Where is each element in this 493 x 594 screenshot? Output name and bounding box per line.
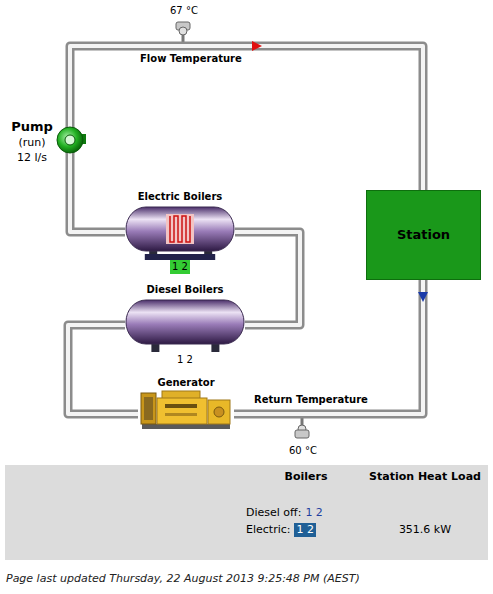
temperature-sensor bbox=[295, 430, 309, 438]
pump-unit: Pump(run)12 l/s bbox=[4, 118, 84, 168]
pipe-stub bbox=[66, 118, 75, 168]
pump-hub bbox=[65, 135, 75, 145]
node-text: 1 2 bbox=[170, 260, 190, 274]
status-text: 1 2 bbox=[305, 506, 323, 520]
pipe-connector bbox=[70, 168, 125, 232]
generator-block bbox=[157, 398, 207, 424]
status-panel bbox=[5, 465, 488, 560]
pipe-label: Flow Temperature bbox=[140, 53, 242, 65]
temperature-sensor bbox=[179, 27, 187, 35]
status-text: 351.6 kW bbox=[399, 523, 451, 537]
electric-boiler: Electric Boilers 1 2 bbox=[125, 190, 235, 276]
node-text: 12 l/s bbox=[17, 150, 47, 165]
heating-coil bbox=[170, 216, 190, 242]
pipe-outer bbox=[70, 46, 423, 190]
pipe-outer bbox=[70, 168, 125, 232]
diesel-boiler: Diesel Boilers 1 2 bbox=[125, 283, 245, 369]
generator-alternator bbox=[208, 400, 230, 424]
tank-body bbox=[126, 207, 234, 251]
pipe-connector bbox=[70, 41, 423, 190]
pipe-inner bbox=[68, 325, 138, 414]
node-heading: Generator bbox=[157, 376, 214, 389]
node-heading: Diesel Boilers bbox=[146, 283, 223, 297]
pipe-connector bbox=[235, 232, 300, 325]
node-heading: Pump bbox=[11, 119, 53, 135]
pipe-connector bbox=[68, 325, 138, 414]
pipe-inner bbox=[70, 46, 423, 190]
station-box: Station bbox=[366, 190, 481, 280]
node-text: 1 2 bbox=[177, 353, 193, 367]
update-caption: Page last updated Thursday, 22 August 20… bbox=[6, 572, 360, 585]
generator: Generator bbox=[138, 376, 234, 432]
generator-detail bbox=[165, 404, 197, 408]
status-text: Station Heat Load bbox=[369, 470, 481, 484]
node-heading: Electric Boilers bbox=[138, 190, 223, 204]
pipe-inner bbox=[235, 232, 300, 325]
pipe-connector bbox=[234, 280, 428, 414]
tank-body bbox=[126, 300, 244, 344]
boiler-tank bbox=[125, 204, 235, 260]
flow-arrowhead bbox=[418, 292, 428, 302]
generator-grille bbox=[144, 397, 153, 420]
heating-panel bbox=[166, 214, 194, 244]
flow-arrowhead bbox=[252, 41, 262, 51]
generator-detail bbox=[214, 407, 224, 417]
pipe-outer bbox=[235, 232, 300, 325]
pipe-inner bbox=[234, 280, 423, 414]
pipe-label: Return Temperature bbox=[254, 394, 368, 406]
status-text: Diesel off: bbox=[246, 506, 301, 520]
pipe-outer bbox=[68, 325, 138, 414]
status-text: 1 2 bbox=[294, 523, 316, 537]
pipe-inner bbox=[70, 168, 125, 232]
generator-radiator bbox=[141, 393, 156, 424]
generator-detail bbox=[165, 413, 197, 416]
boiler-tank bbox=[125, 297, 245, 353]
pump-icon bbox=[57, 127, 83, 153]
temperature-reading: 67 °C bbox=[170, 4, 198, 18]
status-text: Electric: bbox=[246, 523, 290, 537]
generator-rail bbox=[142, 424, 230, 429]
status-text: Boilers bbox=[285, 470, 328, 484]
pipe-outer bbox=[234, 280, 423, 414]
temperature-reading: 60 °C bbox=[289, 444, 317, 458]
node-text: (run) bbox=[18, 135, 45, 150]
node-heading: Station bbox=[397, 227, 450, 243]
